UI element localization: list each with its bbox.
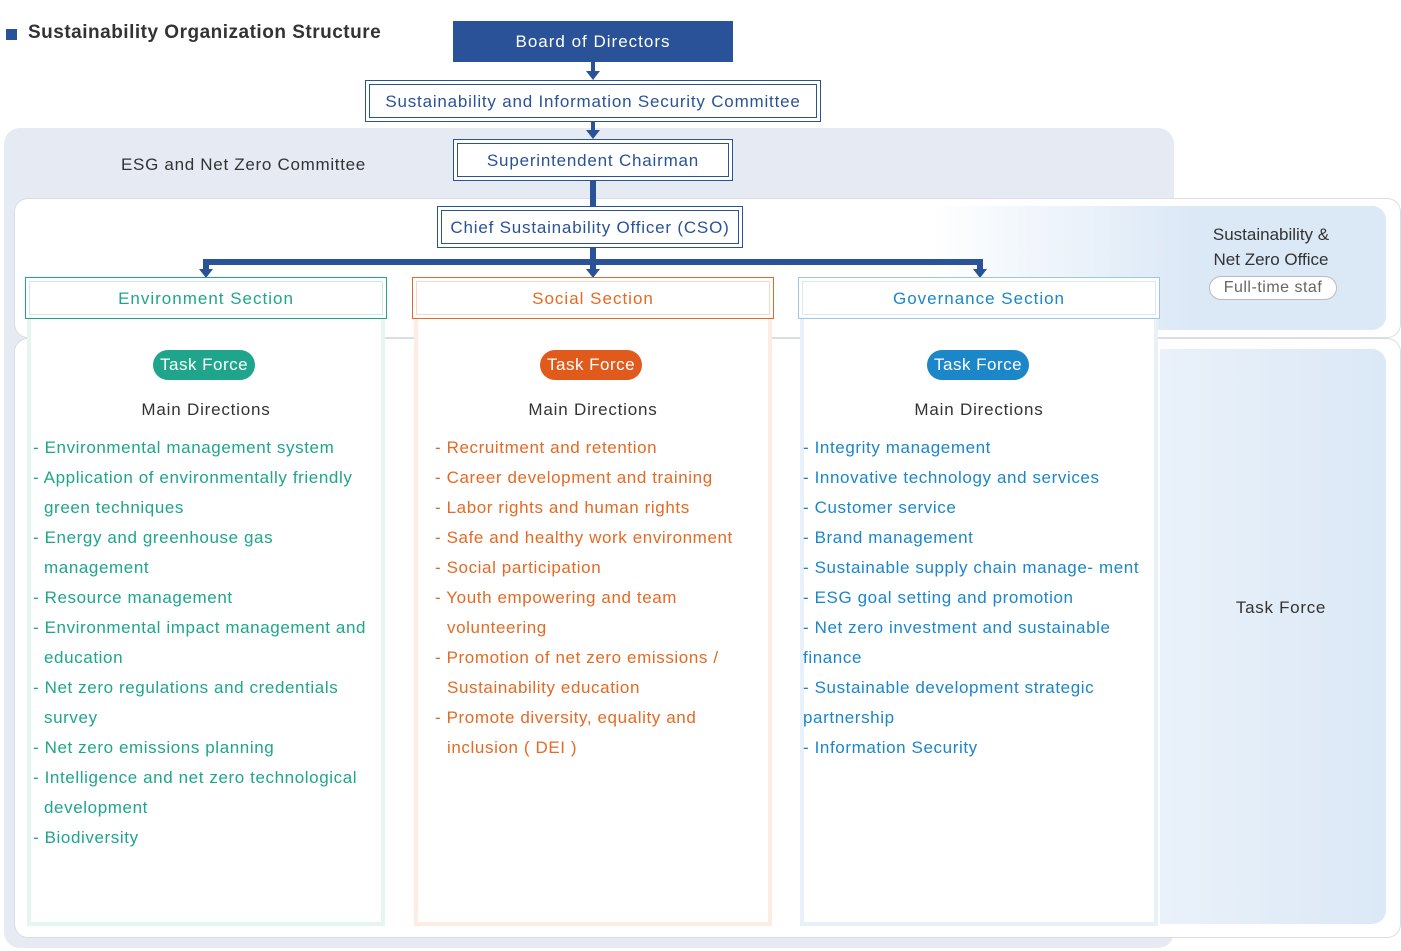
list-item: - Customer service — [803, 498, 957, 517]
governance-section-header: Governance Section — [798, 277, 1160, 319]
governance-section-body — [800, 319, 1158, 926]
security-committee-box: Sustainability and Information Security … — [365, 80, 821, 122]
list-item: - Biodiversity — [33, 828, 139, 847]
title-bullet-icon — [6, 29, 17, 40]
list-item: - Resource management — [33, 588, 233, 607]
arrow-down-icon — [586, 71, 600, 80]
list-item: - Promotion of net zero emissions / Sust… — [435, 648, 719, 697]
list-item: - ESG goal setting and promotion — [803, 588, 1074, 607]
list-item: - Net zero emissions planning — [33, 738, 275, 757]
cso-box: Chief Sustainability Officer (CSO) — [437, 206, 743, 248]
environment-section-body — [27, 319, 385, 926]
governance-directions-list: - Integrity management - Innovative tech… — [803, 433, 1159, 763]
list-item: - Integrity management — [803, 438, 992, 457]
office-label-line1: Sustainability & — [1212, 225, 1330, 244]
list-item: - Sustainable supply chain manage- ment — [803, 558, 1140, 577]
environment-directions-list: - Environmental management system - Appl… — [33, 433, 383, 853]
superintendent-chairman-box: Superintendent Chairman — [453, 139, 733, 181]
governance-task-force-pill: Task Force — [927, 350, 1030, 380]
task-force-region — [1160, 349, 1386, 924]
list-item: - Energy and greenhouse gas management — [33, 528, 274, 577]
list-item: - Net zero regulations and credentials s… — [33, 678, 339, 727]
list-item: - Safe and healthy work environment — [435, 528, 733, 547]
list-item: - Application of environmentally friendl… — [33, 468, 353, 517]
full-time-staff-badge: Full-time staf — [1209, 276, 1337, 300]
list-item: - Intelligence and net zero technologica… — [33, 768, 358, 817]
environment-task-force-pill: Task Force — [153, 350, 256, 380]
social-task-force-pill: Task Force — [540, 350, 643, 380]
task-force-side-label: Task Force — [1235, 598, 1327, 617]
list-item: - Career development and training — [435, 468, 713, 487]
list-item: - Net zero investment and sustainable fi… — [803, 618, 1111, 667]
list-item: - Social participation — [435, 558, 602, 577]
list-item: - Innovative technology and services — [803, 468, 1100, 487]
esg-committee-label: ESG and Net Zero Committee — [121, 155, 366, 174]
list-item: - Youth empowering and team volunteering — [435, 588, 678, 637]
board-of-directors-box: Board of Directors — [453, 21, 733, 62]
social-section-body — [414, 319, 772, 926]
cso-label: Chief Sustainability Officer (CSO) — [450, 218, 730, 237]
list-item: - Environmental management system — [33, 438, 335, 457]
environment-main-directions: Main Directions — [141, 400, 271, 419]
environment-section-header: Environment Section — [25, 277, 387, 319]
list-item: - Brand management — [803, 528, 974, 547]
list-item: - Environmental impact management and ed… — [33, 618, 367, 667]
social-directions-list: - Recruitment and retention - Career dev… — [435, 433, 770, 763]
list-item: - Sustainable development strategic part… — [803, 678, 1095, 727]
office-label-line2: Net Zero Office — [1213, 250, 1329, 269]
social-section-header: Social Section — [412, 277, 774, 319]
list-item: - Recruitment and retention — [435, 438, 658, 457]
page-title: Sustainability Organization Structure — [28, 22, 382, 43]
governance-main-directions: Main Directions — [914, 400, 1044, 419]
list-item: - Labor rights and human rights — [435, 498, 690, 517]
office-label: Sustainability & Net Zero Office — [1160, 222, 1382, 272]
list-item: - Promote diversity, equality and inclus… — [435, 708, 697, 757]
social-main-directions: Main Directions — [528, 400, 658, 419]
list-item: - Information Security — [803, 738, 978, 757]
